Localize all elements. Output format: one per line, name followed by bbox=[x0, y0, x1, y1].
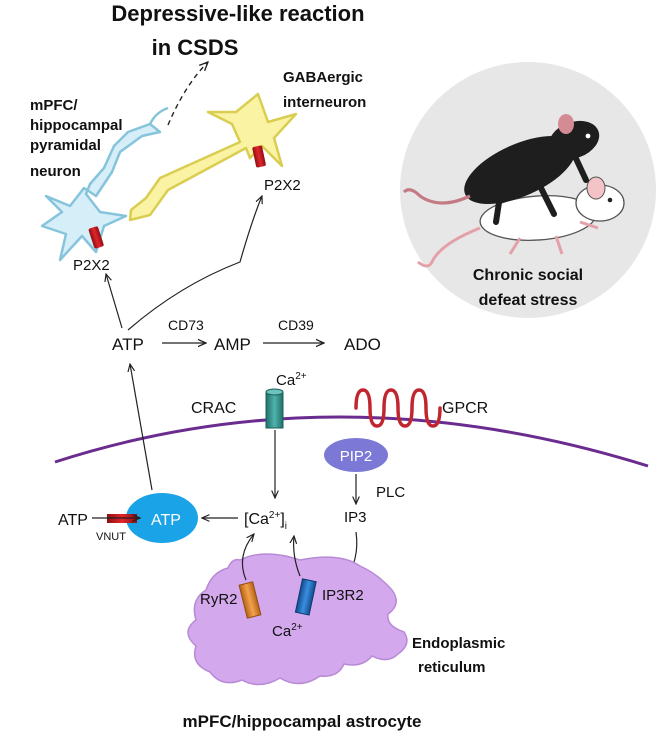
atp-to-gaba-p2x2-arrow bbox=[127, 196, 262, 331]
pyramidal-label-line-3: pyramidal bbox=[30, 137, 101, 154]
stress-label-line-1: Chronic social bbox=[473, 267, 583, 284]
astrocyte-footer-label: mPFC/hippocampal astrocyte bbox=[182, 712, 421, 731]
black-rat-icon bbox=[402, 114, 600, 225]
vnut-label: VNUT bbox=[96, 531, 126, 543]
er-label-line-2: reticulum bbox=[418, 659, 486, 676]
cd39-label: CD39 bbox=[278, 317, 314, 333]
ryr2-label: RyR2 bbox=[200, 591, 238, 608]
gpcr-label: GPCR bbox=[442, 400, 488, 417]
er-label-line-1: Endoplasmic bbox=[412, 635, 505, 652]
ca-extracellular-sup: 2+ bbox=[295, 371, 307, 382]
gpcr-receptor-icon bbox=[354, 388, 442, 428]
pyramidal-label-line-1: mPFC/ bbox=[30, 97, 78, 114]
crac-label: CRAC bbox=[191, 400, 236, 417]
gaba-label-line-2: interneuron bbox=[283, 94, 366, 111]
ca-i-sub: i bbox=[285, 521, 287, 532]
cd73-label: CD73 bbox=[168, 317, 204, 333]
ca-extracellular-text: Ca bbox=[276, 372, 296, 389]
p2x2-label-pyramidal: P2X2 bbox=[73, 257, 110, 274]
ca-er-sup: 2+ bbox=[291, 622, 303, 633]
ca-extracellular-label: Ca2+ bbox=[276, 371, 307, 389]
ca-er-text: Ca bbox=[272, 623, 292, 640]
atp-to-pyramidal-p2x2-arrow bbox=[106, 274, 123, 329]
atp-vesicle bbox=[126, 493, 198, 543]
pyramidal-neuron-cell bbox=[40, 122, 162, 262]
ca-i-sup: 2+ bbox=[269, 510, 281, 521]
atp-cytosolic-label: ATP bbox=[58, 512, 88, 529]
plc-label: PLC bbox=[376, 484, 405, 501]
ca-i-close: ] bbox=[280, 511, 284, 528]
crac-channel-icon bbox=[265, 388, 284, 429]
title-line-1: Depressive-like reaction bbox=[111, 1, 364, 26]
title-line-2: in CSDS bbox=[152, 35, 239, 60]
atp-vesicle-label: ATP bbox=[151, 512, 181, 529]
ca-intracellular-label: [Ca2+]i bbox=[244, 510, 287, 532]
atp-extracellular: ATP bbox=[112, 335, 144, 354]
stress-label-line-2: defeat stress bbox=[479, 292, 578, 309]
pyramidal-label-line-2: hippocampal bbox=[30, 117, 123, 134]
gabaergic-interneuron-cell bbox=[128, 92, 298, 222]
gaba-label-line-1: GABAergic bbox=[283, 69, 363, 86]
vesicle-to-atp-release-arrow bbox=[130, 364, 153, 491]
ado-label: ADO bbox=[344, 335, 381, 354]
p2x2-receptor-gaba bbox=[252, 145, 266, 168]
pyramidal-axon bbox=[148, 106, 169, 125]
ryr2-channel-icon bbox=[238, 581, 262, 619]
endoplasmic-reticulum bbox=[187, 553, 408, 686]
white-mouse-icon bbox=[417, 176, 625, 268]
cell-membrane bbox=[54, 415, 649, 468]
pip2-label: PIP2 bbox=[340, 448, 373, 465]
pip2-ellipse bbox=[324, 438, 388, 472]
ryr2-to-ca-arrow bbox=[241, 534, 254, 581]
ip3r2-label: IP3R2 bbox=[322, 587, 364, 604]
p2x2-label-gaba: P2X2 bbox=[264, 177, 301, 194]
p2x2-receptor-pyramidal bbox=[88, 226, 104, 249]
ip3-label: IP3 bbox=[344, 509, 367, 526]
amp-label: AMP bbox=[214, 335, 251, 354]
ca-i-open: [Ca bbox=[244, 511, 269, 528]
pyramidal-label-line-4: neuron bbox=[30, 163, 81, 180]
ca-er-label: Ca2+ bbox=[272, 622, 303, 640]
dashed-output-arrow bbox=[167, 62, 208, 126]
ip3r2-channel-icon bbox=[294, 578, 317, 616]
ip3r2-to-ca-arrow bbox=[294, 536, 301, 577]
